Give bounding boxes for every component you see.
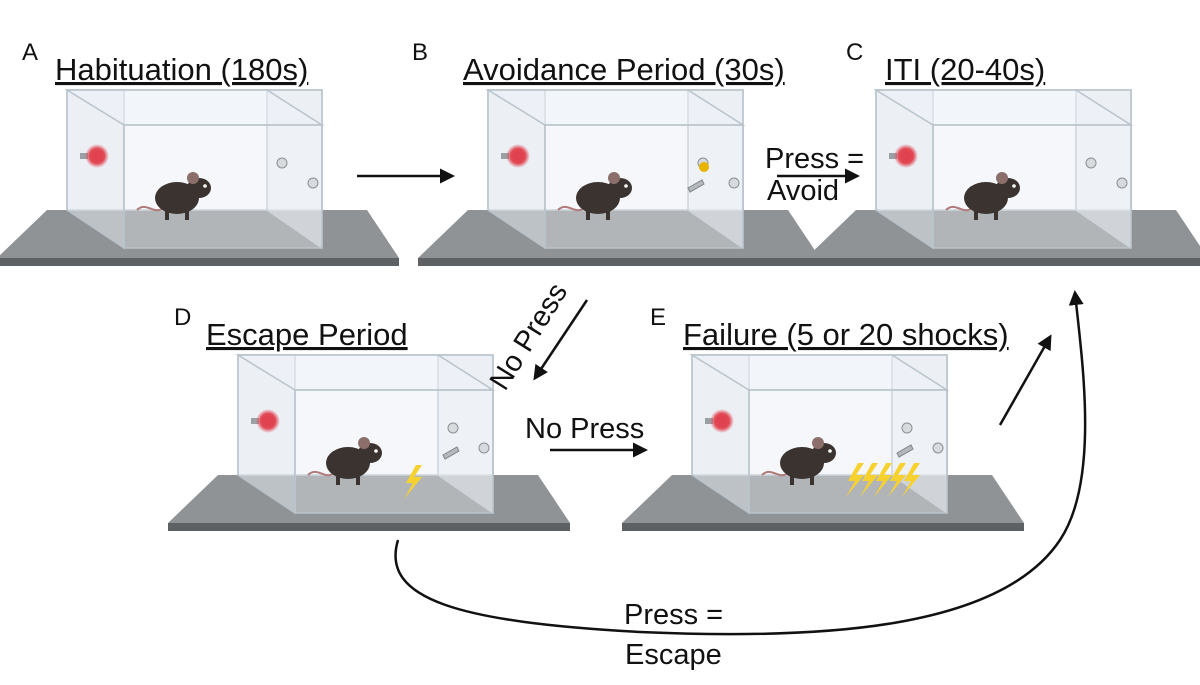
- chamber-e: [621, 354, 1025, 532]
- panel-title-e: Failure (5 or 20 shocks): [683, 317, 1009, 352]
- arrow-b-to-d: [533, 299, 589, 381]
- panel-e: E Failure (5 or 20 shocks): [621, 304, 1025, 532]
- panel-letter-e: E: [650, 304, 666, 331]
- panel-title-d: Escape Period: [206, 317, 408, 352]
- label-b-to-d: No Press: [484, 278, 574, 396]
- label-d-to-e: No Press: [525, 413, 644, 445]
- panel-letter-d: D: [174, 304, 191, 331]
- chamber-b: [417, 89, 821, 267]
- arrow-e-to-c: [998, 334, 1052, 426]
- panel-c: C ITI (20-40s): [805, 39, 1200, 267]
- panel-title-c: ITI (20-40s): [885, 52, 1045, 87]
- panel-b: B Avoidance Period (30s): [412, 39, 821, 267]
- panel-a: A Habituation (180s): [0, 39, 400, 267]
- panel-letter-c: C: [846, 39, 863, 66]
- panel-title-b: Avoidance Period (30s): [463, 52, 785, 87]
- label-b-to-c-line1: Press =: [765, 143, 864, 175]
- label-d-to-c-line1: Press =: [624, 599, 723, 631]
- chamber-a: [0, 89, 400, 267]
- panel-d: D Escape Period: [167, 304, 571, 532]
- chamber-c: [805, 89, 1200, 267]
- panel-letter-a: A: [22, 39, 38, 66]
- label-d-to-c-line2: Escape: [625, 639, 722, 671]
- label-b-to-c-line2: Avoid: [767, 175, 839, 207]
- arrow-d-to-c: [394, 290, 1087, 636]
- cue-light-icon: [699, 162, 709, 172]
- panel-letter-b: B: [412, 39, 428, 66]
- panel-title-a: Habituation (180s): [55, 52, 308, 87]
